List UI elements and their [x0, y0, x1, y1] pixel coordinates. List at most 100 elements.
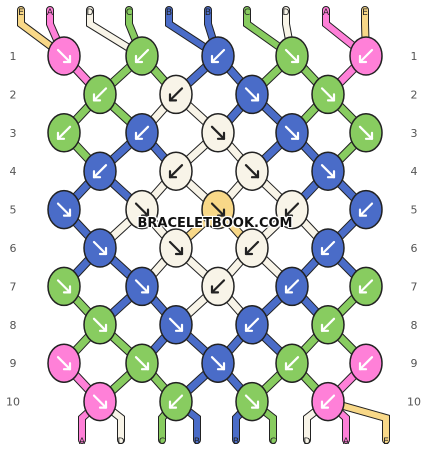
row-number-right: 1: [411, 50, 418, 63]
knot: [235, 305, 269, 345]
knot-arrow-head: [140, 362, 150, 371]
knot-arrow: [244, 394, 260, 409]
knot: [311, 381, 345, 422]
knot-arrow-head: [320, 400, 330, 409]
watermark-text: BRACELETBOOK.COM: [137, 216, 293, 231]
row-number-left: 10: [6, 396, 20, 409]
knot: [311, 74, 345, 115]
knot: [125, 343, 159, 383]
knot: [125, 36, 159, 76]
knot-arrow: [284, 279, 300, 294]
top-thread-label: A: [47, 8, 54, 18]
knot-arrow: [210, 125, 226, 140]
knot-arrow: [358, 356, 374, 371]
knot-arrow-head: [98, 400, 108, 409]
knot: [125, 189, 159, 230]
knot-arrow-head: [92, 170, 102, 179]
row-number-right: 4: [411, 165, 418, 178]
knot-arrow-head: [320, 246, 330, 256]
bottom-thread-label: A: [79, 437, 86, 447]
knot-arrow: [168, 317, 184, 332]
knot: [275, 266, 309, 307]
knot: [235, 151, 269, 191]
knot: [235, 381, 269, 422]
knot-arrow-head: [250, 93, 260, 102]
knot: [235, 228, 269, 268]
knot: [83, 74, 117, 115]
row-number-left: 1: [10, 50, 17, 63]
knot-arrow-head: [244, 246, 254, 256]
knot-arrow-head: [326, 170, 336, 179]
row-number-right: 8: [411, 319, 418, 332]
knot: [159, 151, 193, 191]
knot-arrow: [92, 164, 108, 179]
bottom-thread-label: D: [118, 437, 125, 447]
knot: [311, 151, 345, 191]
knot-arrow-head: [134, 131, 144, 140]
knot-arrow: [92, 317, 108, 332]
bottom-thread-label: E: [383, 437, 389, 447]
knot: [47, 189, 81, 230]
knot: [275, 36, 309, 76]
knot: [349, 36, 383, 76]
knot-arrow: [92, 87, 108, 102]
knot-arrow-head: [358, 285, 368, 294]
knot-arrow: [92, 240, 108, 256]
knot-arrow: [134, 202, 150, 217]
knot: [235, 74, 269, 115]
knot-arrow-head: [210, 54, 220, 64]
knot-arrow-head: [140, 208, 150, 217]
knot-arrow: [358, 202, 374, 217]
knot-arrow: [320, 240, 336, 256]
entry-strand: [166, 7, 221, 59]
row-number-left: 8: [10, 319, 17, 332]
knot-arrow-head: [290, 131, 300, 140]
top-thread-label: C: [126, 8, 132, 18]
knot-arrow-head: [320, 323, 330, 332]
knot: [275, 189, 309, 230]
row-number-left: 3: [10, 127, 17, 140]
knot-arrow-head: [210, 285, 220, 294]
knot-arrow: [56, 48, 72, 64]
knot-arrow-head: [290, 54, 300, 64]
knot: [47, 343, 81, 383]
knot-arrow-head: [216, 362, 226, 371]
knot: [159, 381, 193, 422]
knot-arrow-head: [168, 93, 178, 102]
knot-arrow-head: [174, 246, 184, 256]
knot-arrow-head: [250, 170, 260, 179]
knot-arrow-head: [62, 208, 72, 217]
row-number-right: 9: [411, 357, 418, 370]
knot: [83, 381, 117, 422]
row-number-left: 6: [10, 242, 17, 255]
knot-arrow: [358, 279, 374, 294]
exit-strand: [325, 398, 389, 443]
knot-arrow-head: [216, 131, 226, 140]
knot-arrow: [320, 164, 336, 179]
knot-arrow: [56, 125, 72, 140]
top-thread-label: E: [362, 8, 368, 18]
knot-arrow-head: [134, 54, 144, 64]
knot-arrow-head: [284, 285, 294, 294]
knot: [125, 113, 159, 153]
top-thread-label: D: [283, 8, 290, 18]
row-number-left: 7: [10, 280, 17, 293]
knot: [159, 228, 193, 268]
row-number-left: 5: [10, 204, 17, 217]
row-number-right: 10: [407, 396, 421, 409]
knot-arrow-head: [250, 400, 260, 409]
knot: [201, 189, 235, 230]
knot-arrow-head: [168, 170, 178, 179]
row-number-right: 3: [411, 127, 418, 140]
top-thread-label: B: [166, 8, 172, 18]
knot-arrow: [244, 87, 260, 102]
row-number-right: 2: [411, 88, 418, 101]
knot: [201, 343, 235, 383]
knot-arrow: [134, 48, 150, 64]
bottom-thread-label: B: [233, 437, 239, 447]
knot-arrow-head: [364, 131, 374, 140]
knot-arrow: [244, 240, 260, 256]
knot: [47, 113, 81, 153]
knot-arrow: [168, 394, 184, 409]
knot-arrow: [134, 356, 150, 371]
